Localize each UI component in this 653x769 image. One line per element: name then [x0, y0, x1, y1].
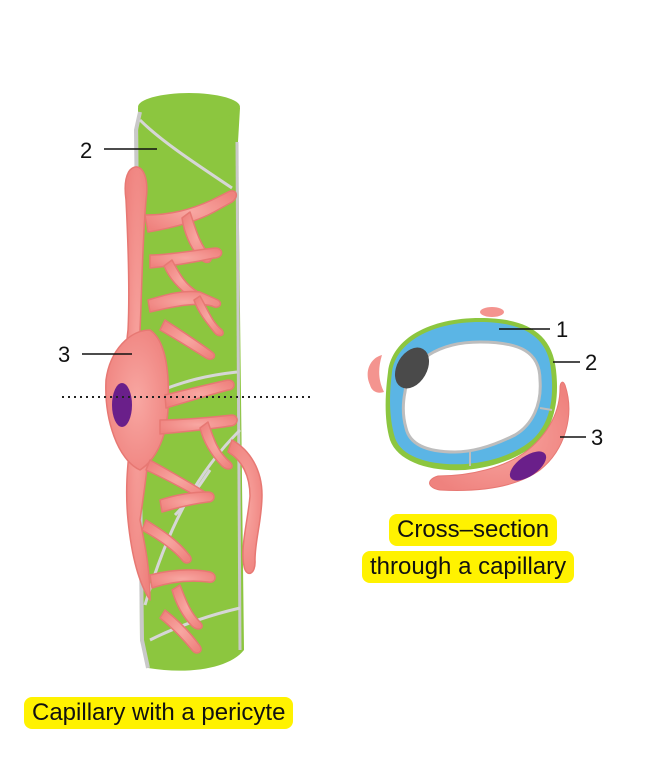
- caption-right-line2: through a capillary: [362, 551, 575, 583]
- pericyte-nucleus-cross: [509, 451, 547, 481]
- caption-left: Capillary with a pericyte: [24, 697, 294, 729]
- cross-section: [367, 307, 570, 491]
- label-right-1: 1: [556, 317, 568, 342]
- pericyte-nucleus: [112, 383, 132, 427]
- pericyte-fragment-top: [480, 307, 504, 317]
- caption-right-line1: Cross–section: [389, 514, 558, 546]
- label-right-2: 2: [585, 350, 597, 375]
- pericyte-processes: [105, 166, 263, 654]
- label-left-2: 2: [80, 138, 92, 163]
- label-right-3: 3: [591, 425, 603, 450]
- label-left-3: 3: [58, 342, 70, 367]
- pericyte-fragment-left: [367, 355, 384, 393]
- endothelial-nucleus: [394, 347, 430, 389]
